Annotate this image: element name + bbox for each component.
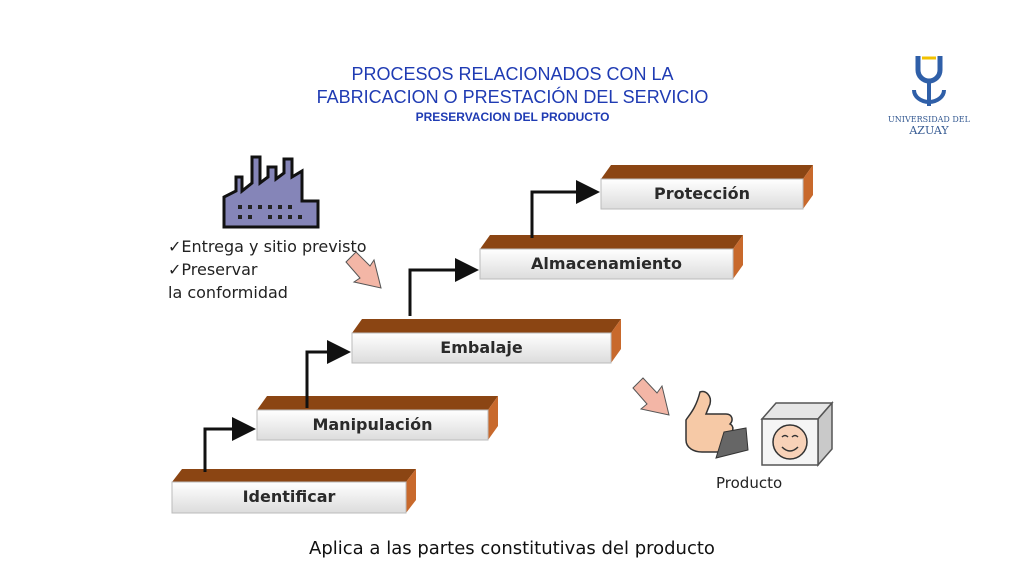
bullet-item-1: ✓Entrega y sitio previsto (168, 237, 367, 256)
step-embalaje (351, 319, 621, 364)
subtitle: PRESERVACION DEL PRODUCTO (415, 110, 610, 124)
step-label-almacenamiento: Almacenamiento (531, 254, 682, 273)
step-manipulacion (256, 396, 498, 441)
university-crest-icon (912, 56, 946, 106)
step-label-identificar: Identificar (242, 487, 336, 506)
step-arrows (203, 180, 600, 472)
bullet-item-3: la conformidad (168, 283, 288, 302)
step-label-embalaje: Embalaje (440, 338, 523, 357)
logo-line-2: AZUAY (909, 124, 949, 137)
university-logo: UNIVERSIDAD DEL AZUAY (884, 50, 974, 137)
caption: Aplica a las partes constitutivas del pr… (309, 538, 715, 559)
product-box-icon (760, 401, 834, 467)
step-identificar (171, 469, 416, 514)
title-line-1: PROCESOS RELACIONADOS CON LA (351, 64, 674, 84)
bullet-list: ✓Entrega y sitio previsto ✓Preservar la … (168, 235, 367, 304)
thumbs-up-icon (685, 390, 749, 459)
bullet-item-2: ✓Preservar (168, 260, 258, 279)
step-label-proteccion: Protección (654, 184, 750, 203)
title-line-2: FABRICACION O PRESTACIÓN DEL SERVICIO (316, 87, 709, 107)
factory-icon (222, 155, 320, 229)
check-icon: ✓ (168, 260, 182, 279)
pointer-arrow-to-embalaje (345, 251, 382, 289)
check-icon: ✓ (168, 237, 182, 256)
step-almacenamiento (479, 235, 743, 280)
step-proteccion (600, 165, 813, 210)
product-label: Producto (716, 474, 783, 492)
step-label-manipulacion: Manipulación (312, 415, 433, 434)
logo-line-1: UNIVERSIDAD DEL (888, 115, 970, 124)
pointer-arrow-to-product (632, 377, 670, 416)
